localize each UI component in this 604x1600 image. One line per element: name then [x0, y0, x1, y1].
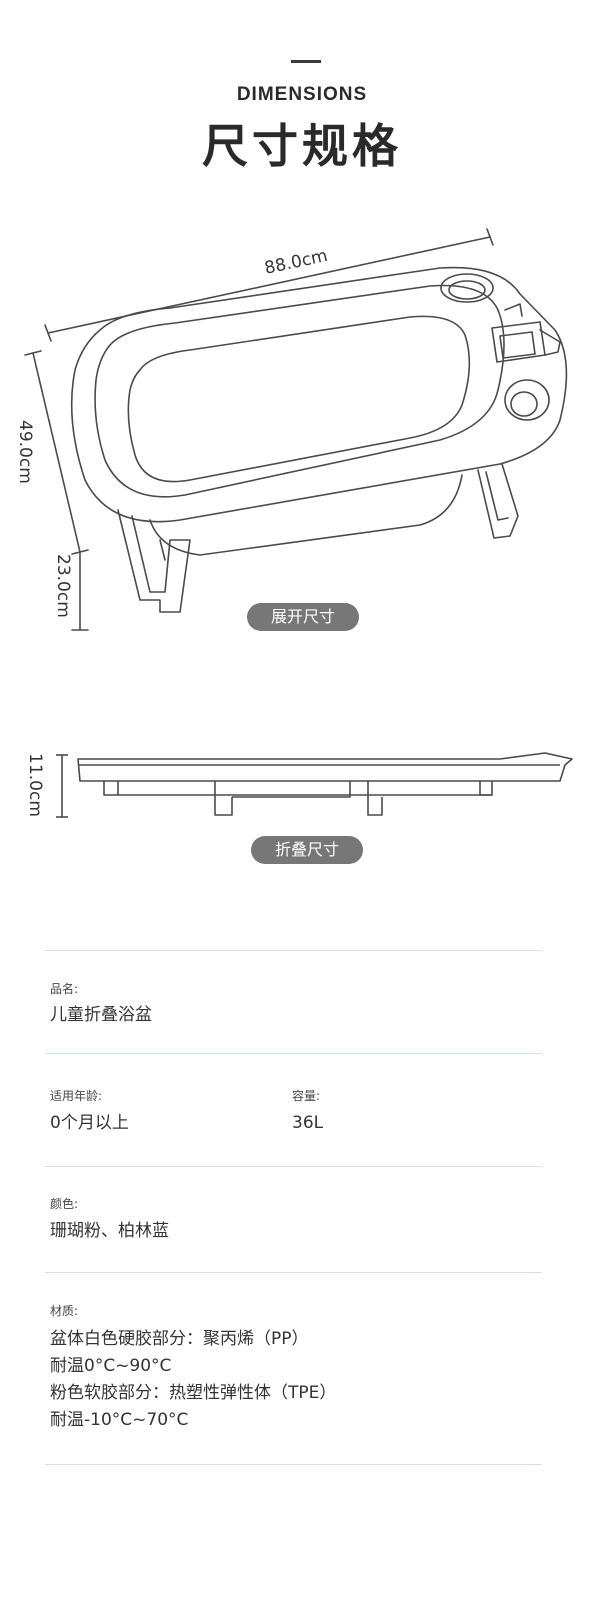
- width-dimension-line: [32, 352, 81, 553]
- folded-height-label: 11.0cm: [25, 753, 45, 817]
- material-lines: 盆体白色硬胶部分：聚丙烯（PP） 耐温0°C~90°C 粉色软胶部分：热塑性弹性…: [50, 1326, 550, 1434]
- capacity-value: 36L: [292, 1113, 324, 1133]
- divider: [45, 950, 542, 951]
- folded-tub-illustration: 11.0cm: [25, 752, 573, 818]
- age-label: 适用年龄:: [50, 1089, 103, 1103]
- divider: [45, 1166, 542, 1167]
- length-dimension-line: [47, 236, 491, 334]
- unfolded-tub-illustration: 88.0cm 49.0cm 23.0cm: [15, 228, 568, 631]
- title-en: DIMENSIONS: [236, 84, 368, 105]
- divider: [45, 1053, 542, 1054]
- material-line: 耐温-10°C~70°C: [50, 1410, 189, 1430]
- material-line: 耐温0°C~90°C: [50, 1356, 172, 1376]
- capacity-label: 容量:: [292, 1089, 321, 1103]
- width-label: 49.0cm: [15, 420, 35, 484]
- name-label: 品名:: [50, 982, 79, 996]
- divider: [45, 1272, 542, 1273]
- material-line: 盆体白色硬胶部分：聚丙烯（PP）: [50, 1329, 309, 1349]
- age-value: 0个月以上: [50, 1113, 129, 1133]
- unfolded-size-pill: 展开尺寸: [247, 603, 359, 631]
- material-label: 材质:: [50, 1304, 79, 1318]
- material-line: 粉色软胶部分：热塑性弹性体（TPE）: [50, 1383, 337, 1403]
- divider: [45, 1464, 542, 1465]
- header-dash: [291, 60, 321, 63]
- color-label: 颜色:: [50, 1197, 79, 1211]
- name-value: 儿童折叠浴盆: [50, 1005, 152, 1025]
- title-zh: 尺寸规格: [202, 119, 402, 173]
- height-label: 23.0cm: [53, 554, 73, 618]
- folded-size-pill: 折叠尺寸: [251, 836, 363, 864]
- color-value: 珊瑚粉、柏林蓝: [50, 1221, 169, 1241]
